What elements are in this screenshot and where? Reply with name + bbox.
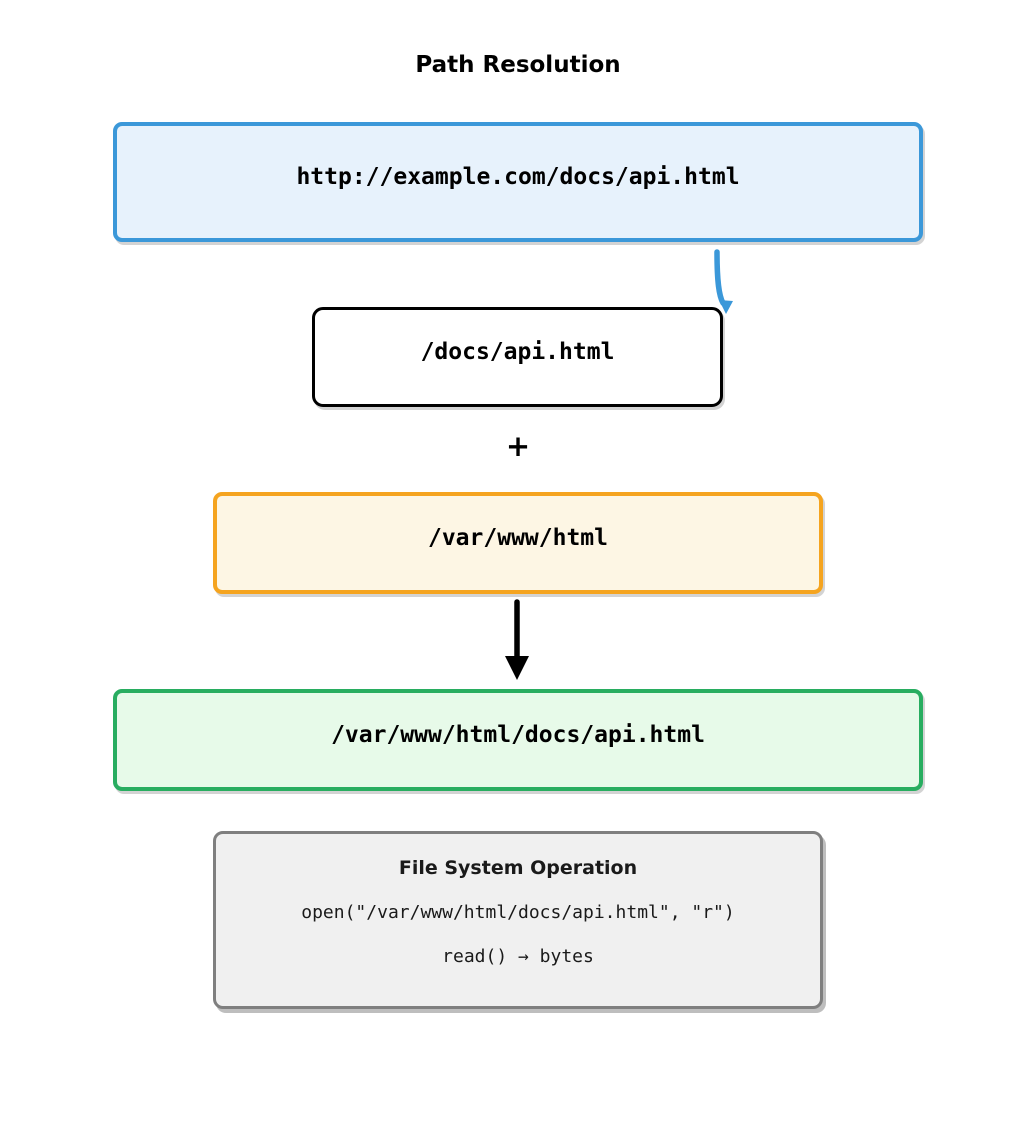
resolved-path-text: /var/www/html/docs/api.html xyxy=(331,722,705,748)
resolved-path-box: /var/www/html/docs/api.html xyxy=(113,689,923,791)
url-path-text: /docs/api.html xyxy=(420,339,615,365)
url-text: http://example.com/docs/api.html xyxy=(296,164,740,190)
diagram-title: Path Resolution xyxy=(415,52,621,78)
resolve-arrow xyxy=(505,599,529,680)
document-root-box: /var/www/html xyxy=(213,492,823,594)
url-path-box: /docs/api.html xyxy=(312,307,723,407)
url-to-path-connector-arrow xyxy=(714,249,733,314)
fs-read-call: read() → bytes xyxy=(442,946,594,967)
fs-operation-box: File System Operation open("/var/www/htm… xyxy=(213,831,823,1009)
plus-sign: + xyxy=(505,429,531,463)
document-root-text: /var/www/html xyxy=(427,525,608,551)
fs-open-call: open("/var/www/html/docs/api.html", "r") xyxy=(301,902,735,923)
url-box: http://example.com/docs/api.html xyxy=(113,122,923,242)
fs-operation-title: File System Operation xyxy=(398,857,638,879)
